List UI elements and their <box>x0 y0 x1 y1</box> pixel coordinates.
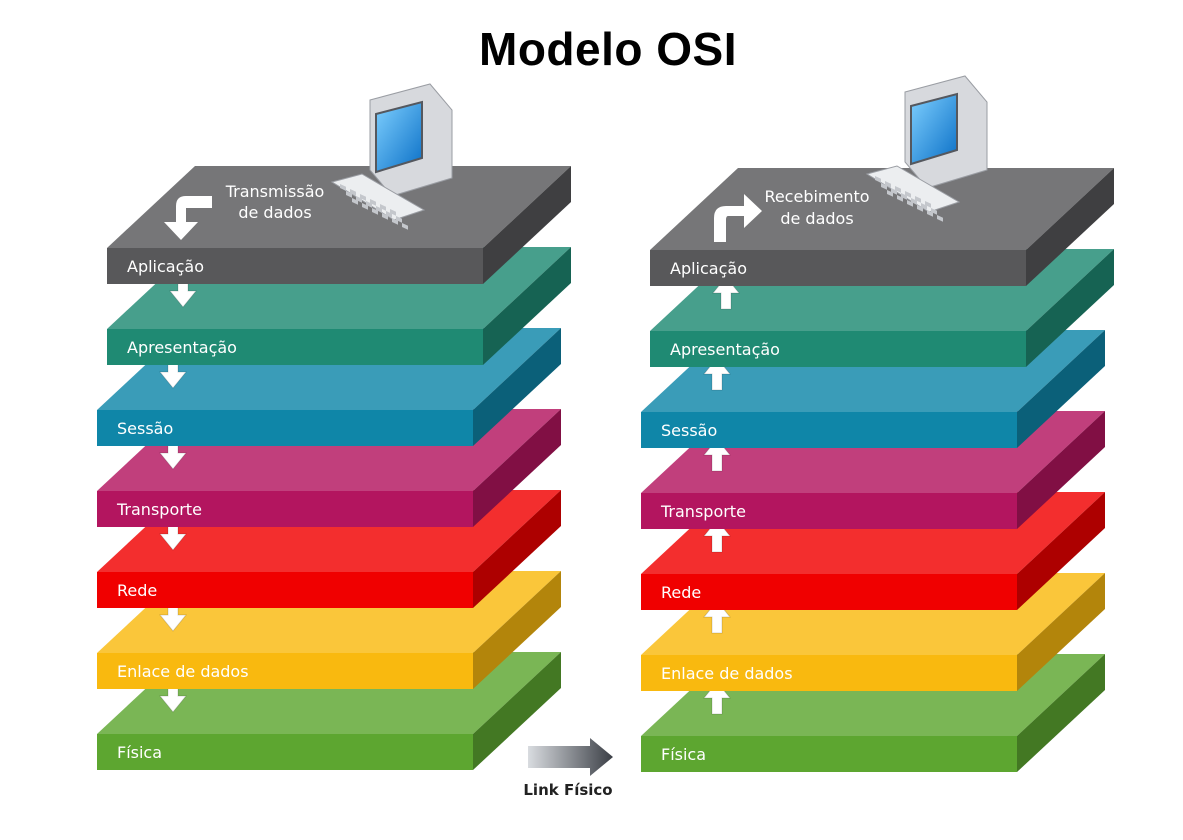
computer-icon <box>330 83 453 230</box>
reception-note-line1: Recebimento <box>764 187 869 206</box>
layer-label: Transporte <box>116 500 202 519</box>
reception-note-line2: de dados <box>780 209 853 228</box>
layer-front-face <box>97 491 473 527</box>
layer-front-face <box>107 329 483 365</box>
turn-down-arrow-icon <box>164 196 212 240</box>
layer-side-face <box>1017 654 1105 772</box>
layer-front-face <box>641 736 1017 772</box>
layer-label: Aplicação <box>670 259 747 278</box>
page-title: Modelo OSI <box>479 23 737 75</box>
layer-side-face <box>1017 492 1105 610</box>
layer-label: Física <box>661 745 706 764</box>
layer-side-face <box>473 571 561 689</box>
layer-label: Apresentação <box>127 338 237 357</box>
layer-top-face <box>107 166 571 248</box>
layer-front-face <box>650 250 1026 286</box>
layer-front-face <box>641 412 1017 448</box>
layer-1: Aplicação <box>107 166 571 284</box>
layer-front-face <box>650 331 1026 367</box>
receiver-stack: Física Enlace de dados Rede Transporte Sessã… <box>641 75 1114 772</box>
layer-front-face <box>97 410 473 446</box>
layer-front-face <box>107 248 483 284</box>
layer-side-face <box>1026 249 1114 367</box>
layer-side-face <box>473 328 561 446</box>
physical-link: Link Físico <box>523 738 613 799</box>
layer-label: Aplicação <box>127 257 204 276</box>
layer-side-face <box>473 409 561 527</box>
layer-label: Enlace de dados <box>117 662 249 681</box>
transmission-note-line2: de dados <box>238 203 311 222</box>
layer-side-face <box>1017 573 1105 691</box>
layer-front-face <box>641 655 1017 691</box>
layer-label: Transporte <box>660 502 746 521</box>
layer-top-face <box>650 168 1114 250</box>
link-label: Link Físico <box>523 781 612 799</box>
layer-5: Rede <box>97 490 561 608</box>
layer-front-face <box>641 493 1017 529</box>
layer-side-face <box>483 166 571 284</box>
layer-side-face <box>1017 411 1105 529</box>
layer-label: Sessão <box>117 419 173 438</box>
sender-stack: Física Enlace de dados Rede Transporte Sessã… <box>97 83 571 770</box>
layer-side-face <box>483 247 571 365</box>
transmission-note-line1: Transmissão <box>225 182 325 201</box>
layer-label: Apresentação <box>670 340 780 359</box>
layer-label: Rede <box>117 581 157 600</box>
layer-side-face <box>1026 168 1114 286</box>
layer-label: Enlace de dados <box>661 664 793 683</box>
layer-label: Sessão <box>661 421 717 440</box>
layer-label: Física <box>117 743 162 762</box>
layer-1: Aplicação <box>650 168 1114 286</box>
layer-side-face <box>473 490 561 608</box>
layer-side-face <box>473 652 561 770</box>
layer-side-face <box>1017 330 1105 448</box>
layer-front-face <box>97 734 473 770</box>
turn-up-arrow-icon <box>714 194 762 242</box>
computer-icon <box>865 75 988 222</box>
layer-front-face <box>97 572 473 608</box>
layer-front-face <box>97 653 473 689</box>
layer-label: Rede <box>661 583 701 602</box>
layer-front-face <box>641 574 1017 610</box>
right-arrow-icon <box>528 738 613 776</box>
